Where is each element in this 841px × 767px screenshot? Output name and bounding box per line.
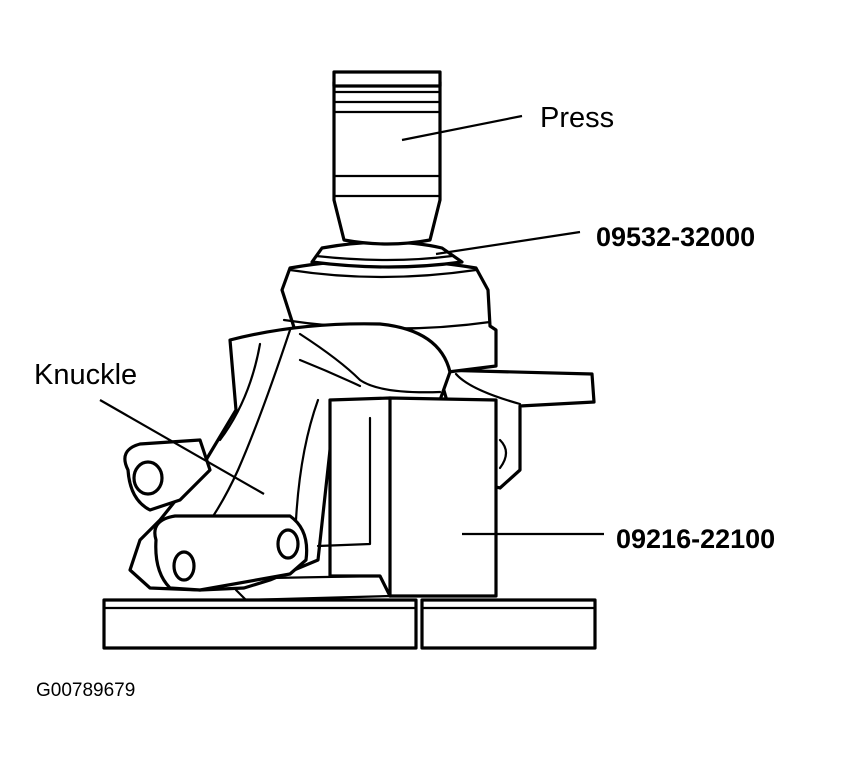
base-plate bbox=[102, 598, 597, 650]
label-press: Press bbox=[540, 102, 614, 134]
leader-press bbox=[401, 114, 523, 142]
support-tool bbox=[268, 396, 498, 598]
leader-tool-upper bbox=[435, 230, 581, 256]
press-ram bbox=[332, 70, 442, 246]
label-tool-upper: 09532-32000 bbox=[596, 222, 755, 252]
knuckle-left-ear bbox=[123, 438, 212, 512]
label-knuckle: Knuckle bbox=[34, 359, 137, 391]
label-tool-lower: 09216-22100 bbox=[616, 524, 775, 554]
leader-knuckle bbox=[99, 399, 265, 495]
figure-id: G00789679 bbox=[36, 680, 135, 701]
knuckle-lower-arm bbox=[153, 514, 309, 592]
